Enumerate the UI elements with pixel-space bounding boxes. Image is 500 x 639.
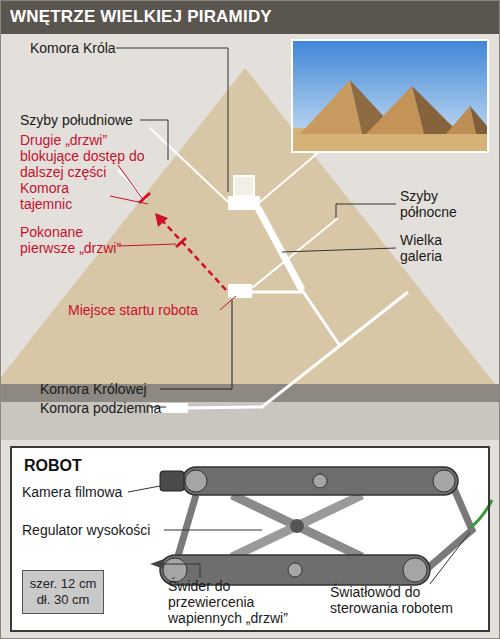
- callout-label: Szyby północne: [400, 188, 480, 220]
- robot-route: [160, 218, 226, 290]
- leader-line: [430, 532, 470, 584]
- leader-line: [118, 165, 142, 198]
- top-track: [182, 467, 458, 495]
- photo-pyramid: [470, 106, 487, 134]
- queen-chamber: [228, 284, 252, 298]
- descending-passage: [188, 292, 408, 408]
- callout-label-red: Pokonane pierwsze „drzwi”: [20, 224, 125, 256]
- leader-line: [118, 244, 176, 246]
- callout-label: Komora Króla: [30, 40, 130, 56]
- scissor-arm: [232, 495, 362, 557]
- dimension-box: szer. 12 cm dł. 30 cm: [22, 570, 104, 614]
- front-strut: [178, 495, 196, 556]
- track-wheel: [185, 470, 207, 492]
- drill: [150, 559, 164, 569]
- callout-label: Kamera filmowa: [22, 484, 152, 500]
- ascending-passage: [302, 290, 340, 346]
- track-wheel: [313, 474, 327, 488]
- track-wheel: [403, 558, 427, 582]
- king-chamber: [228, 196, 260, 210]
- callout-label: Wielka galeria: [400, 232, 480, 264]
- callout-label: Świder do przewiercenia wapiennych „drzw…: [168, 578, 313, 626]
- scissor-arm: [232, 495, 362, 557]
- callout-label: Komora podziemna: [40, 400, 190, 416]
- track-wheel: [288, 563, 302, 577]
- callout-label: Szyby południowe: [20, 112, 170, 128]
- route-arrowhead: [155, 213, 168, 227]
- queen-north-shaft: [252, 218, 338, 288]
- track-wheel: [433, 470, 455, 492]
- panel-heading: ROBOT: [24, 457, 82, 475]
- leader-line: [164, 564, 200, 578]
- callout-label-red: Miejsce startu robota: [68, 302, 238, 318]
- first-door: [176, 238, 186, 247]
- leader-line: [336, 204, 396, 218]
- callout-label: Komora Królowej: [40, 381, 190, 397]
- leader-line: [110, 196, 148, 204]
- callout-label-red: Drugie „drzwi” blokujące dostęp do dalsz…: [20, 132, 148, 180]
- pyramid-body: [0, 68, 495, 384]
- leader-line: [282, 248, 396, 252]
- rear-strut: [428, 484, 472, 568]
- callout-label: Regulator wysokości: [22, 522, 172, 538]
- dimension-text: szer. 12 cm dł. 30 cm: [27, 576, 99, 608]
- callout-label: Światłowód do sterowania robotem: [330, 584, 480, 616]
- title-text: WNĘTRZE WIELKIEJ PIRAMIDY: [10, 7, 272, 27]
- robot-panel-fill: [10, 446, 490, 632]
- king-south-shaft: [150, 128, 228, 202]
- callout-label-red: Komora tajemnic: [20, 180, 110, 212]
- horizontal-passage: [252, 291, 302, 294]
- scissor-pivot: [290, 519, 304, 533]
- leader-line: [164, 530, 262, 531]
- photo-sky: [292, 40, 488, 152]
- leader-line: [220, 296, 236, 310]
- relieving-chambers: [234, 176, 254, 196]
- camera: [160, 471, 184, 491]
- leader-line: [128, 486, 160, 492]
- title-band: [0, 0, 500, 34]
- second-door: [139, 193, 150, 203]
